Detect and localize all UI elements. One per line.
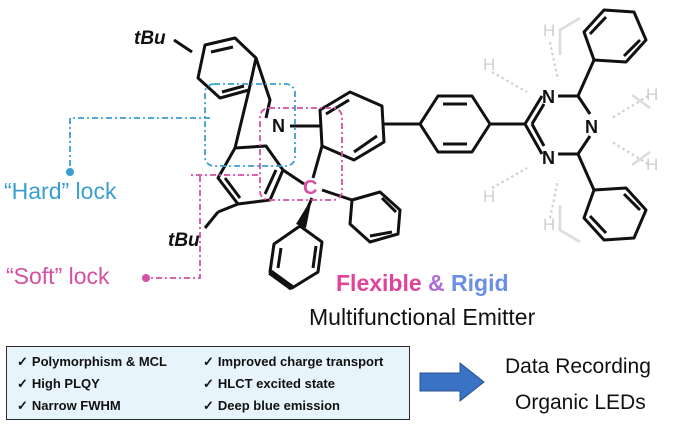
right-arrow-icon bbox=[419, 361, 485, 403]
tbu-bottom-label: tBu bbox=[168, 230, 200, 251]
feature-item: ✓Polymorphism & MCL bbox=[17, 354, 167, 369]
soft-lock-dot bbox=[142, 274, 150, 282]
h-atom-label: H bbox=[483, 187, 495, 206]
triazine-n-label: N bbox=[542, 87, 555, 107]
feature-item: ✓High PLQY bbox=[17, 376, 100, 391]
hard-lock-leader bbox=[69, 117, 210, 170]
subtitle: Multifunctional Emitter bbox=[309, 304, 536, 330]
spiro-carbon-label: C bbox=[303, 177, 317, 199]
h-atom-label: H bbox=[483, 55, 495, 74]
soft-lock-label: “Soft” lock bbox=[6, 263, 110, 289]
check-icon: ✓ bbox=[17, 398, 28, 413]
check-icon: ✓ bbox=[17, 376, 28, 391]
soft-lock-box bbox=[259, 107, 343, 201]
feature-item: ✓HLCT excited state bbox=[203, 376, 335, 391]
check-icon: ✓ bbox=[203, 398, 214, 413]
soft-lock-leader bbox=[148, 176, 201, 279]
hard-lock-label: “Hard” lock bbox=[4, 178, 117, 204]
check-icon: ✓ bbox=[203, 376, 214, 391]
h-atom-label: H bbox=[646, 85, 658, 104]
h-atom-label: H bbox=[543, 215, 555, 234]
triazine-n-label: N bbox=[542, 148, 555, 168]
rigid-word: Rigid bbox=[451, 270, 509, 296]
check-icon: ✓ bbox=[203, 354, 214, 369]
ampersand: & bbox=[421, 270, 452, 296]
check-icon: ✓ bbox=[17, 354, 28, 369]
triazine-n-label: N bbox=[585, 117, 598, 137]
hard-lock-box bbox=[204, 83, 296, 167]
h-atom-label: H bbox=[543, 21, 555, 40]
hard-lock-dot bbox=[66, 168, 74, 176]
feature-item: ✓Improved charge transport bbox=[203, 354, 384, 369]
features-box: ✓Polymorphism & MCL ✓High PLQY ✓Narrow F… bbox=[6, 346, 410, 420]
flexible-word: Flexible bbox=[336, 270, 422, 296]
feature-item: ✓Narrow FWHM bbox=[17, 398, 121, 413]
flexible-rigid-title: Flexible & Rigid bbox=[336, 272, 509, 295]
tbu-top-label: tBu bbox=[134, 28, 166, 49]
application-organic-leds: Organic LEDs bbox=[515, 391, 646, 414]
feature-item: ✓Deep blue emission bbox=[203, 398, 340, 413]
h-atom-label: H bbox=[646, 155, 658, 174]
nitrogen-atom-label: N bbox=[272, 116, 285, 136]
application-data-recording: Data Recording bbox=[505, 355, 651, 378]
